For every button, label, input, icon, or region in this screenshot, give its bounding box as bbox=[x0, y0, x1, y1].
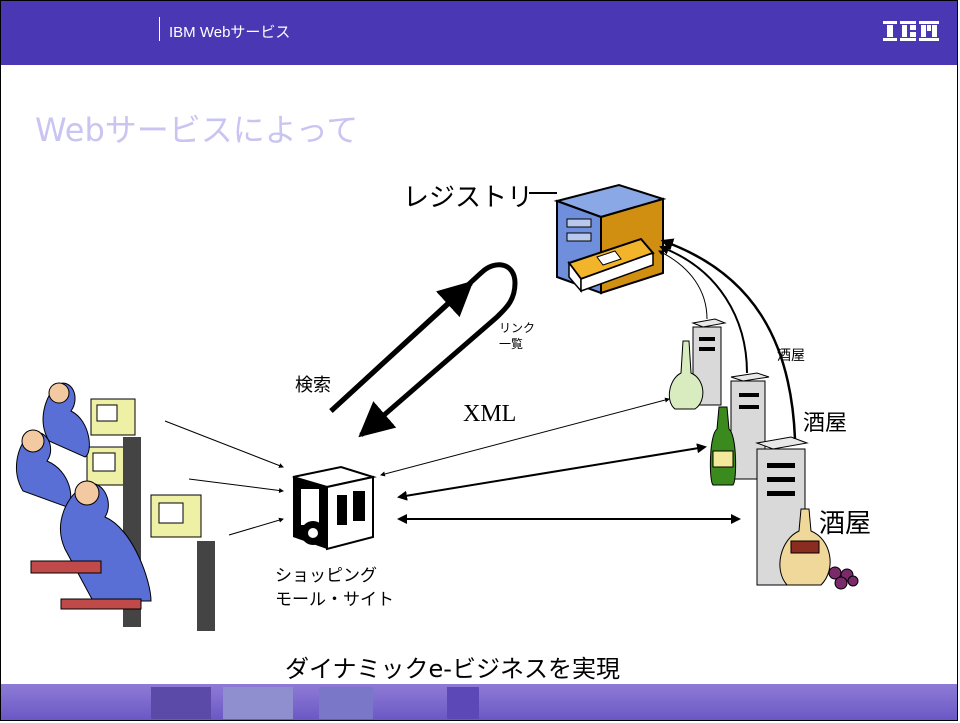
footer-tagline: ダイナミックe-ビジネスを実現 bbox=[285, 655, 620, 683]
store-registry-arrows bbox=[658, 238, 797, 440]
footer-decoration bbox=[319, 687, 373, 719]
shop-label-line2: モール・サイト bbox=[275, 590, 394, 610]
shop-label-line1: ショッピング bbox=[275, 566, 377, 586]
footer-band bbox=[1, 684, 957, 720]
footer-decoration bbox=[447, 687, 479, 719]
footer-decoration bbox=[151, 687, 211, 719]
header-title: IBM Webサービス bbox=[169, 24, 291, 41]
header-bar: IBM Webサービス bbox=[1, 1, 957, 65]
xml-label: XML bbox=[463, 401, 517, 427]
liquor-store-server-icon bbox=[691, 318, 809, 586]
registry-label: レジストリ bbox=[403, 183, 534, 213]
link-list-label-line1: リンク bbox=[499, 321, 536, 335]
header-divider bbox=[159, 17, 160, 41]
liquor-store-label-1: 酒屋 bbox=[777, 348, 805, 364]
xml-arrows bbox=[380, 397, 670, 477]
search-label: 検索 bbox=[295, 375, 331, 396]
link-list-label-line2: 一覧 bbox=[499, 337, 524, 351]
shopping-mall-server-icon bbox=[292, 465, 377, 551]
footer-decoration bbox=[223, 687, 293, 719]
users-at-computers-icon bbox=[16, 382, 215, 631]
search-arrow bbox=[329, 262, 518, 438]
ibm-logo-icon bbox=[883, 21, 939, 41]
liquor-store-label-3: 酒屋 bbox=[819, 509, 872, 539]
wine-bottle-icons bbox=[668, 340, 859, 590]
liquor-store-label-2: 酒屋 bbox=[803, 411, 848, 436]
slide-title: Webサービスによって bbox=[35, 111, 359, 149]
store-arrows bbox=[397, 443, 741, 524]
user-request-arrows bbox=[164, 420, 284, 536]
registry-server-icon bbox=[553, 183, 667, 295]
